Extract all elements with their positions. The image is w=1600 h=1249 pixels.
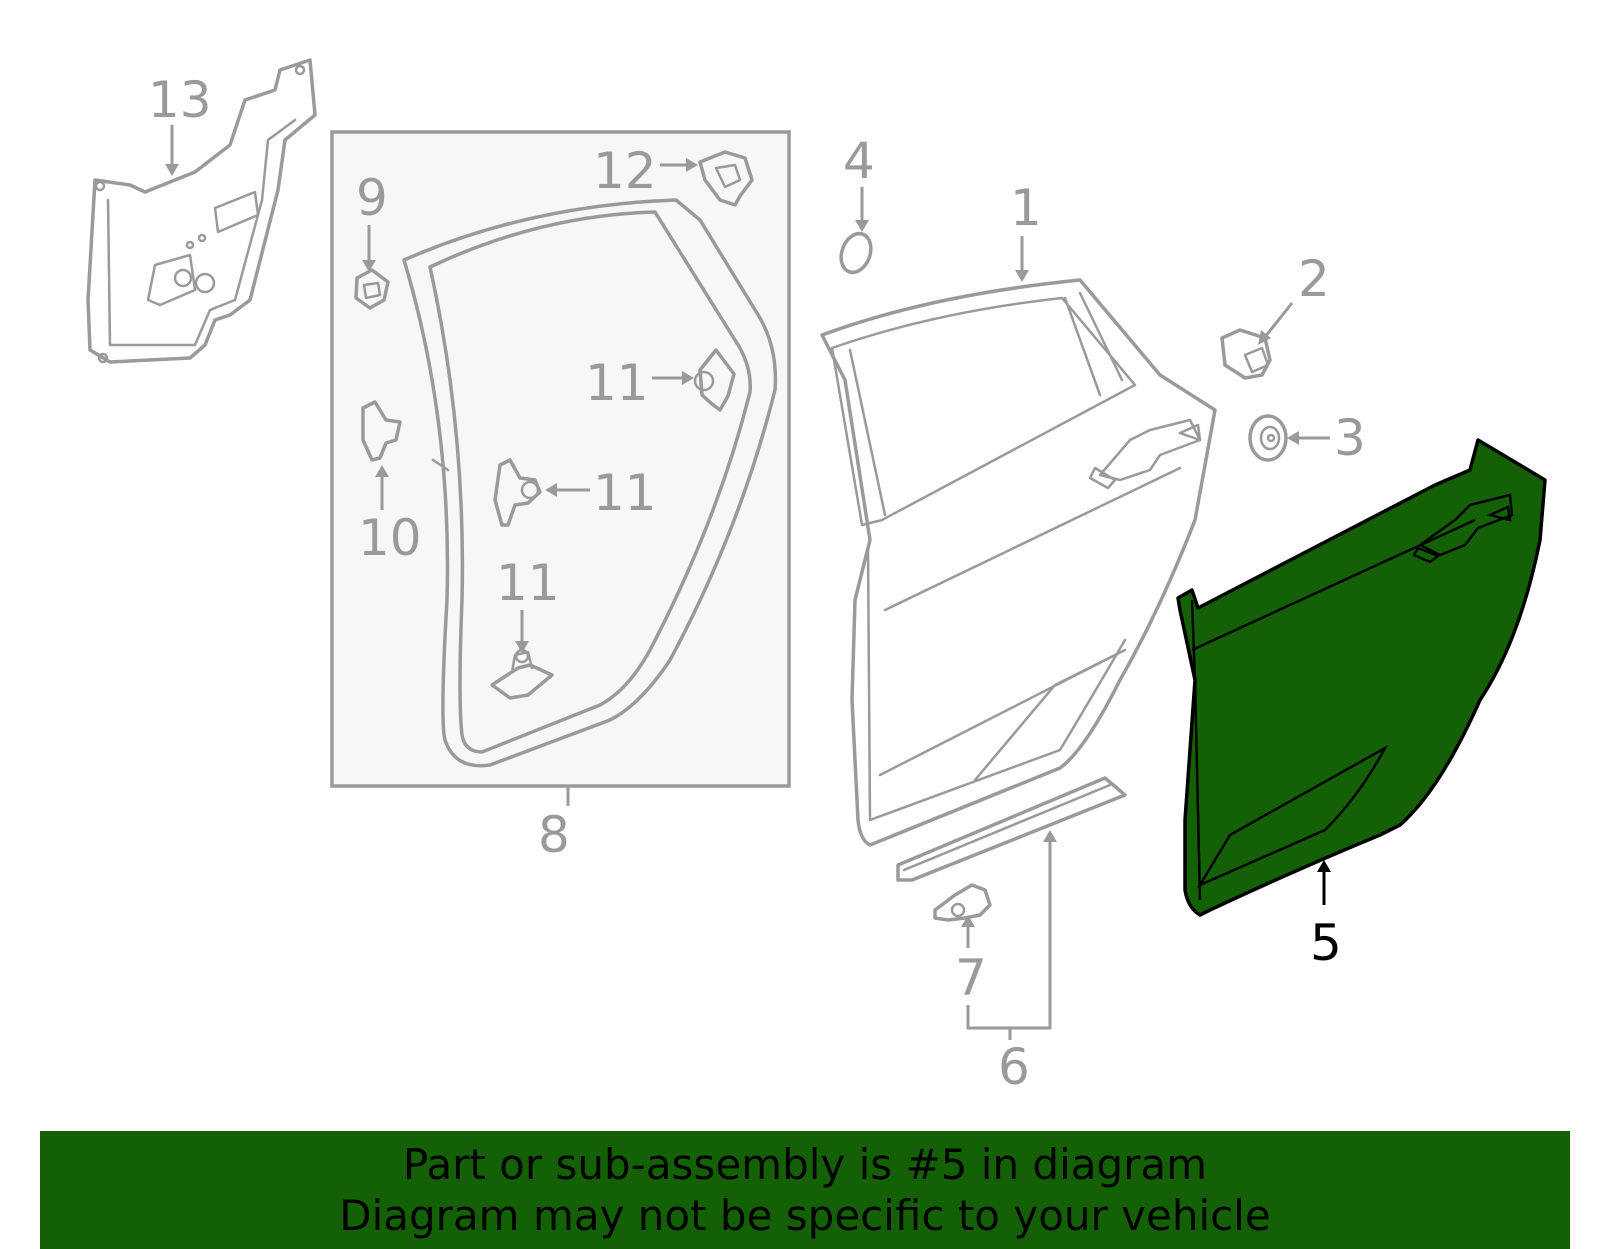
callout-1: 1 [1010,179,1042,237]
callout-10: 10 [358,509,422,567]
part-6-molding[interactable] [896,776,1127,882]
part-11-clip-b[interactable] [493,458,542,527]
callout-4: 4 [843,132,875,190]
callout-11-c: 11 [496,554,560,612]
part-3-grommet[interactable] [1248,414,1288,462]
part-8-group-box [330,130,791,788]
part-2-clip[interactable] [1220,328,1272,380]
callout-11-b: 11 [593,464,657,522]
part-9-clip[interactable] [354,268,390,310]
part-1-door-assembly[interactable] [820,278,1217,847]
callout-5: 5 [1310,914,1342,972]
part-13-door-shield[interactable] [86,58,317,364]
part-4-plug[interactable] [836,229,876,276]
part-11-clip-a[interactable] [693,348,736,412]
callout-2: 2 [1298,250,1330,308]
part-8-weatherstrip[interactable] [402,198,778,768]
callout-6: 6 [998,1038,1030,1096]
banner-line-2: Diagram may not be specific to your vehi… [339,1191,1271,1240]
callout-13: 13 [148,71,212,129]
callout-8: 8 [538,806,570,864]
part-5-door-outer-panel[interactable] [1176,438,1547,917]
banner-line-1: Part or sub-assembly is #5 in diagram [402,1140,1208,1189]
callout-9: 9 [356,169,388,227]
part-7-clip[interactable] [933,883,992,922]
callout-3: 3 [1334,409,1366,467]
callout-11-a: 11 [585,354,649,412]
info-banner: Part or sub-assembly is #5 in diagram Di… [40,1131,1570,1249]
callout-12: 12 [593,142,657,200]
part-10-clip[interactable] [361,400,402,462]
part-12-clip[interactable] [698,150,754,207]
callout-7: 7 [955,949,987,1007]
